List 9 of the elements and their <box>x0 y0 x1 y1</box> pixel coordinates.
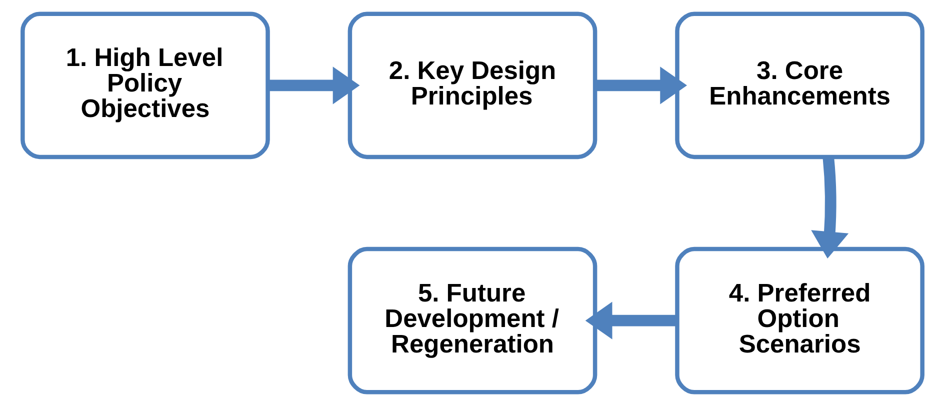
arrow <box>810 156 848 259</box>
node-box: 1. High Level Policy Objectives <box>20 12 270 160</box>
node-box: 5. Future Development / Regeneration <box>347 246 597 394</box>
node-box: 3. Core Enhancements <box>674 12 924 160</box>
node-box: 4. Preferred Option Scenarios <box>674 246 924 394</box>
arrow <box>584 302 677 340</box>
node-box: 2. Key Design Principles <box>347 12 597 160</box>
arrow <box>267 66 360 104</box>
arrow <box>594 66 687 104</box>
